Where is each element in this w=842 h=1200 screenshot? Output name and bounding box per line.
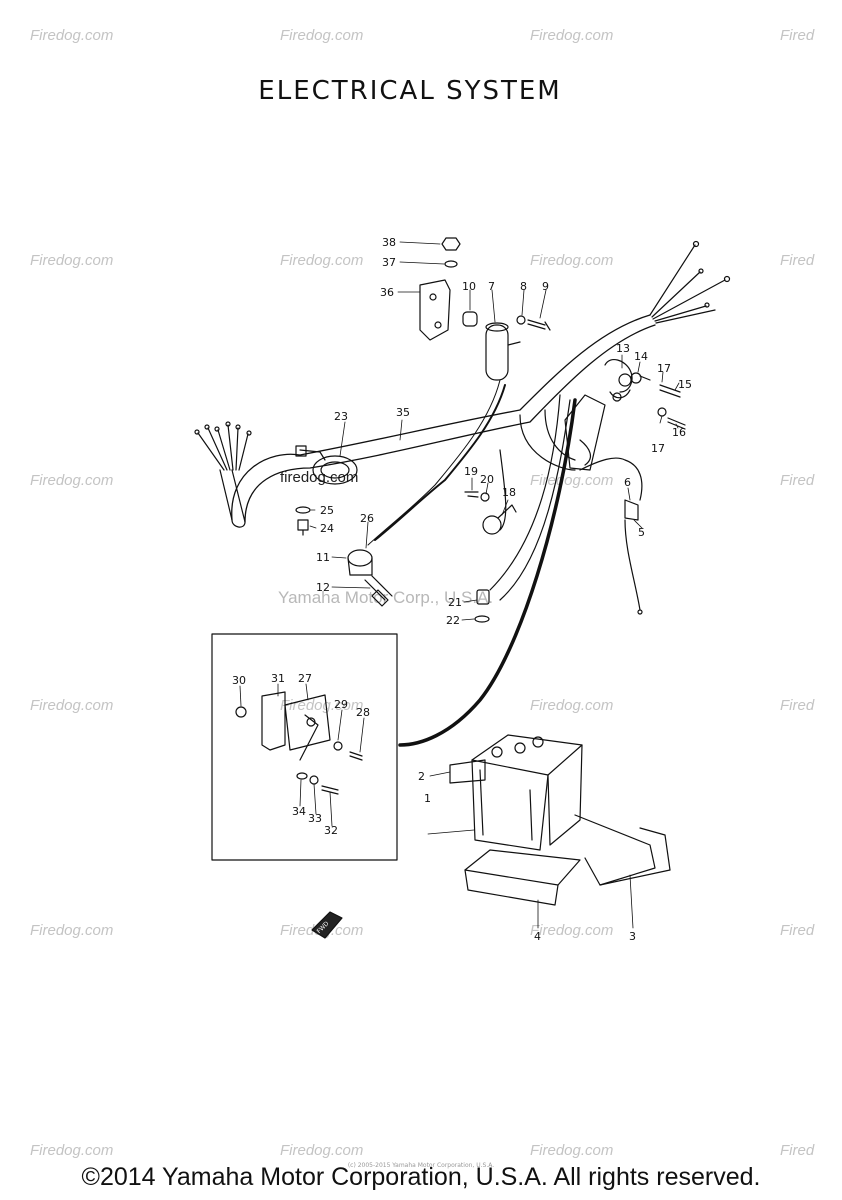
battery-case	[464, 849, 581, 906]
part-label: 8	[520, 280, 527, 293]
watermark-text: Firedog.com	[530, 252, 613, 269]
part-label: 34	[292, 805, 306, 818]
part-label: 36	[380, 286, 394, 299]
part-label: 13	[616, 342, 630, 355]
watermark-text: Firedog.com	[280, 252, 363, 269]
screw-part	[527, 319, 551, 331]
watermark-text: Firedog.com	[280, 1142, 363, 1159]
micro-copyright: (c) 2005-2015 Yamaha Motor Corporation, …	[347, 1162, 495, 1169]
part-label: 33	[308, 812, 322, 825]
watermark-text: Firedog.com	[30, 697, 113, 714]
washer-part	[480, 492, 490, 502]
watermark-text: Firedog.com	[530, 922, 613, 939]
part-label: 28	[356, 706, 370, 719]
horn	[295, 445, 358, 485]
watermark-text: Fired	[780, 697, 815, 714]
regulator	[564, 394, 606, 471]
part-label: 1	[424, 792, 431, 805]
part-label: 25	[320, 504, 334, 517]
watermark-text: Fired	[780, 27, 815, 44]
part-label: 30	[232, 674, 246, 687]
watermark-text: Firedog.com	[530, 27, 613, 44]
collar-part	[462, 311, 478, 327]
part-label: 38	[382, 236, 396, 249]
part-label: 15	[678, 378, 692, 391]
bolt-part	[297, 519, 309, 536]
part-label: 4	[534, 930, 541, 943]
watermark-text: Firedog.com	[30, 472, 113, 489]
part-label: 5	[638, 526, 645, 539]
part-label: 10	[462, 280, 476, 293]
battery	[471, 734, 583, 851]
fwd-arrow-icon	[311, 911, 343, 939]
battery-band	[449, 759, 486, 784]
inset-box	[211, 633, 398, 861]
watermark-text: Fired	[780, 1142, 815, 1159]
watermark-text: Firedog.com	[30, 1142, 113, 1159]
part-label: 17	[657, 362, 671, 375]
watermark-text: Firedog.com	[30, 27, 113, 44]
part-label: 24	[320, 522, 334, 535]
part-label: 23	[334, 410, 348, 423]
page-title: ELECTRICAL SYSTEM	[258, 76, 562, 106]
washer-part	[444, 260, 458, 268]
part-label: 22	[446, 614, 460, 627]
washer-part	[516, 315, 526, 325]
part-label: 2	[418, 770, 425, 783]
screw-part	[464, 491, 479, 498]
part-label: 17	[651, 442, 665, 455]
footer-copyright: ©2014 Yamaha Motor Corporation, U.S.A. A…	[81, 1163, 761, 1191]
part-label: 12	[316, 581, 330, 594]
washer-part	[295, 506, 311, 514]
spark-plug-assembly	[347, 549, 393, 607]
wire-harness	[194, 240, 731, 528]
watermark-text: Fired	[780, 922, 815, 939]
watermark-text: Firedog.com	[30, 922, 113, 939]
part-label: 35	[396, 406, 410, 419]
watermark-text: Firedog.com	[280, 27, 363, 44]
gasket-part	[474, 615, 490, 623]
part-label: 29	[334, 698, 348, 711]
watermark-text: Firedog.com	[530, 472, 613, 489]
leader-lines	[239, 241, 680, 929]
part-label: 37	[382, 256, 396, 269]
watermark-text: Firedog.com	[530, 697, 613, 714]
watermark-text: Firedog.com	[30, 252, 113, 269]
connector-part	[624, 499, 639, 521]
part-labels: 1 2 3 4 5 6 7 8 9 10 11 12 13 14 15 16 1…	[232, 236, 692, 943]
part-label: 6	[624, 476, 631, 489]
part-label: 20	[480, 473, 494, 486]
fitting-part	[476, 589, 490, 605]
part-label: 16	[672, 426, 686, 439]
part-label: 7	[488, 280, 495, 293]
part-label: 31	[271, 672, 285, 685]
part-label: 26	[360, 512, 374, 525]
part-label: 21	[448, 596, 462, 609]
watermark-overlay: firedog.com	[280, 469, 358, 486]
part-label: 32	[324, 824, 338, 837]
part-label: 19	[464, 465, 478, 478]
nut-part	[441, 237, 461, 251]
part-label: 11	[316, 551, 330, 564]
watermark-text: Firedog.com	[280, 697, 363, 714]
neutral-switch	[482, 504, 517, 535]
watermark-layer: Firedog.com Firedog.com Firedog.com Fire…	[30, 27, 815, 1159]
battery-holder	[574, 814, 671, 886]
main-switch	[604, 358, 686, 430]
watermark-text: Fired	[780, 472, 815, 489]
watermark-text: Firedog.com	[530, 1142, 613, 1159]
part-label: 14	[634, 350, 648, 363]
part-label: 3	[629, 930, 636, 943]
branch-wires	[367, 379, 643, 747]
inset-parts	[235, 691, 363, 795]
part-label: 27	[298, 672, 312, 685]
watermark-text: Fired	[780, 252, 815, 269]
condenser	[485, 322, 521, 381]
bracket	[419, 279, 451, 341]
part-label: 9	[542, 280, 549, 293]
part-label: 18	[502, 486, 516, 499]
